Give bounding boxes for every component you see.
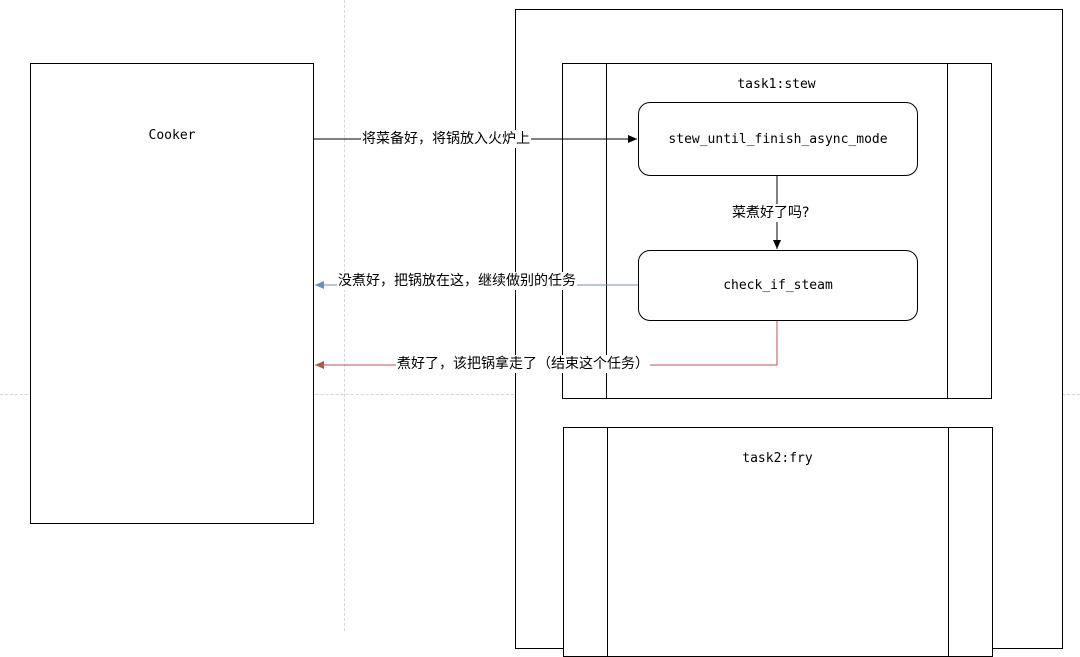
task2-title: task2:fry: [742, 451, 813, 466]
task1-lane-right-bar: [947, 64, 948, 398]
task2-lane[interactable]: task2:fry: [563, 427, 993, 657]
check-if-steam-node[interactable]: check_if_steam: [638, 250, 918, 321]
check-if-steam-label: check_if_steam: [723, 278, 833, 293]
stew-until-finish-node[interactable]: stew_until_finish_async_mode: [638, 102, 918, 176]
task2-lane-left-bar: [607, 428, 608, 656]
edge-label-done: 煮好了，该把锅拿走了（结束这个任务）: [396, 355, 650, 373]
cooker-box[interactable]: Cooker: [30, 63, 314, 524]
edge-label-not-done: 没煮好，把锅放在这，继续做别的任务: [337, 272, 577, 290]
stew-until-finish-label: stew_until_finish_async_mode: [668, 131, 888, 147]
page-guide-vertical: [344, 0, 345, 631]
edge-label-put-on-stove: 将菜备好，将锅放入火炉上: [361, 130, 531, 148]
edge-label-is-done: 菜煮好了吗?: [731, 204, 811, 222]
task2-lane-right-bar: [948, 428, 949, 656]
task1-title: task1:stew: [737, 77, 816, 92]
connector-layer: [314, 135, 781, 369]
task1-lane-left-bar: [606, 64, 607, 398]
cooker-label: Cooker: [148, 128, 196, 143]
